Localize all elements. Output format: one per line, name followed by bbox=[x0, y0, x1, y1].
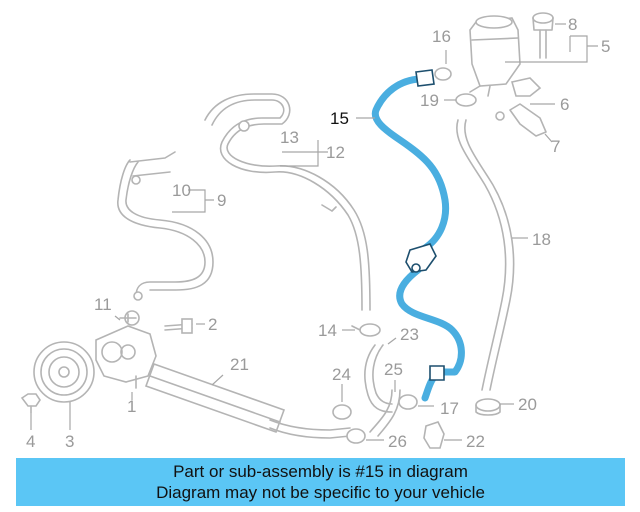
label-4: 4 bbox=[26, 432, 35, 451]
label-1: 1 bbox=[127, 397, 136, 416]
hose-25 bbox=[369, 389, 401, 437]
cap-20 bbox=[475, 398, 501, 416]
part-labels: 1 2 3 4 5 6 7 8 9 10 11 12 13 14 15 16 1… bbox=[26, 15, 610, 451]
label-23: 23 bbox=[400, 325, 419, 344]
label-22: 22 bbox=[466, 432, 485, 451]
clamp-16 bbox=[434, 67, 452, 81]
label-25: 25 bbox=[384, 360, 403, 379]
label-15: 15 bbox=[330, 109, 349, 128]
label-24: 24 bbox=[332, 365, 351, 384]
label-21: 21 bbox=[230, 355, 249, 374]
bracket-22 bbox=[423, 421, 445, 449]
label-26: 26 bbox=[388, 432, 407, 451]
power-steering-pump bbox=[33, 310, 157, 403]
bolt-4 bbox=[20, 393, 41, 413]
label-11: 11 bbox=[94, 295, 112, 314]
clamp-14 bbox=[351, 323, 381, 337]
label-13: 13 bbox=[280, 128, 299, 147]
label-19: 19 bbox=[420, 91, 439, 110]
label-7: 7 bbox=[551, 137, 560, 156]
label-9: 9 bbox=[217, 191, 226, 210]
clamp-17 bbox=[398, 394, 418, 410]
label-10: 10 bbox=[172, 181, 191, 200]
reservoir-5 bbox=[469, 15, 521, 97]
clamp-19 bbox=[455, 93, 477, 107]
label-14: 14 bbox=[318, 321, 337, 340]
label-18: 18 bbox=[532, 230, 551, 249]
cap-8 bbox=[532, 12, 554, 59]
label-6: 6 bbox=[560, 95, 569, 114]
hose-12-13 bbox=[204, 93, 371, 311]
pressure-hose-15[interactable] bbox=[371, 69, 465, 402]
hose-23 bbox=[364, 344, 393, 413]
banner-line-1: Part or sub-assembly is #15 in diagram bbox=[173, 462, 468, 481]
hose-9-10 bbox=[117, 151, 214, 301]
label-16: 16 bbox=[432, 27, 451, 46]
banner-line-2: Diagram may not be specific to your vehi… bbox=[156, 483, 485, 502]
return-hose-18 bbox=[456, 119, 515, 391]
leader-lines bbox=[30, 23, 598, 441]
label-5: 5 bbox=[601, 37, 610, 56]
label-3: 3 bbox=[65, 432, 74, 451]
clamps-24-26 bbox=[332, 404, 366, 444]
label-17: 17 bbox=[440, 399, 459, 418]
oil-cooler-21 bbox=[144, 362, 351, 439]
label-2: 2 bbox=[208, 315, 217, 334]
bracket-6-7 bbox=[495, 77, 547, 137]
bolt-2 bbox=[164, 318, 193, 334]
label-8: 8 bbox=[568, 15, 577, 34]
info-banner: Part or sub-assembly is #15 in diagram D… bbox=[16, 458, 625, 506]
label-20: 20 bbox=[518, 395, 537, 414]
label-12: 12 bbox=[326, 143, 345, 162]
